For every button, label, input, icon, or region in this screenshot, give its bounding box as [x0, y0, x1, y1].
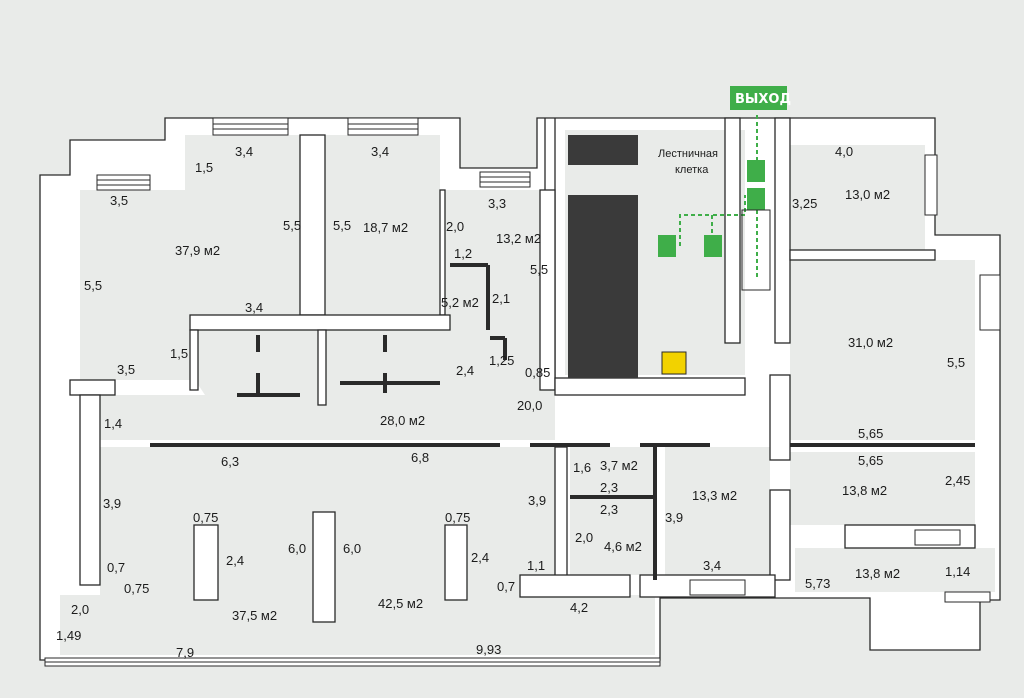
dimension-label: 3,9: [665, 510, 683, 525]
dimension-label: 2,0: [575, 530, 593, 545]
dimension-label: 5,5: [947, 355, 965, 370]
dimension-label: 0,75: [124, 581, 149, 596]
dimension-label: 2,4: [471, 550, 489, 565]
dimension-label: 1,14: [945, 564, 970, 579]
room-area-label: 37,9 м2: [175, 243, 220, 258]
dimension-label: 1,1: [527, 558, 545, 573]
dimension-label: 2,3: [600, 502, 618, 517]
dimension-label: 6,0: [288, 541, 306, 556]
dimension-label: 2,45: [945, 473, 970, 488]
dimension-labels: 3,4 3,4 1,5 3,5 37,9 м2 5,5 5,5 18,7 м2 2,0 3,3 13…: [56, 144, 970, 660]
dimension-label: 2,3: [600, 480, 618, 495]
dimension-label: 3,4: [245, 300, 263, 315]
dimension-label: 1,6: [573, 460, 591, 475]
dimension-label: 2,1: [492, 291, 510, 306]
stairwell-label-line1: Лестничная: [658, 148, 718, 160]
dimension-label: 5,5: [333, 218, 351, 233]
stairwell: Лестничная клетка: [568, 115, 771, 378]
dimension-label: 0,7: [107, 560, 125, 575]
dimension-label: 0,85: [525, 365, 550, 380]
dimension-label: 3,9: [103, 496, 121, 511]
dimension-label: 3,25: [792, 196, 817, 211]
room-area-label: 18,7 м2: [363, 220, 408, 235]
dimension-label: 2,0: [446, 219, 464, 234]
room-area-label: 28,0 м2: [380, 413, 425, 428]
room-area-label: 13,3 м2: [692, 488, 737, 503]
dimension-label: 2,0: [71, 602, 89, 617]
dimension-label: 7,9: [176, 645, 194, 660]
room-area-label: 42,5 м2: [378, 596, 423, 611]
dimension-label: 5,5: [84, 278, 102, 293]
dimension-label: 1,4: [104, 416, 122, 431]
partitions: [69, 117, 976, 623]
dimension-label: 3,4: [703, 558, 721, 573]
dimension-label: 1,25: [489, 353, 514, 368]
room-area-label: 37,5 м2: [232, 608, 277, 623]
svg-text:ВЫХОД: ВЫХОД: [735, 92, 791, 107]
dimension-label: 6,0: [343, 541, 361, 556]
dimension-label: 5,65: [858, 426, 883, 441]
room-area-label: 5,2 м2: [441, 295, 479, 310]
room-area-label: 3,7 м2: [600, 458, 638, 473]
room-area-label: 13,8 м2: [842, 483, 887, 498]
room-area-label: 31,0 м2: [848, 335, 893, 350]
dimension-label: 3,4: [371, 144, 389, 159]
dimension-label: 5,5: [283, 218, 301, 233]
dimension-label: 5,65: [858, 453, 883, 468]
dimension-label: 6,3: [221, 454, 239, 469]
dimension-label: 3,5: [117, 362, 135, 377]
room-area-label: 13,2 м2: [496, 231, 541, 246]
dimension-label: 1,49: [56, 628, 81, 643]
dimension-label: 3,4: [235, 144, 253, 159]
dimension-label: 6,8: [411, 450, 429, 465]
dimension-label: 4,0: [835, 144, 853, 159]
dimension-label: 0,75: [445, 510, 470, 525]
dimension-label: 4,2: [570, 600, 588, 615]
electrical-hazard-sign: [661, 351, 687, 375]
room-area-label: 4,6 м2: [604, 539, 642, 554]
dimension-label: 1,5: [195, 160, 213, 175]
room-area-label: 13,0 м2: [845, 187, 890, 202]
dimension-label: 1,5: [170, 346, 188, 361]
dimension-label: 2,4: [456, 363, 474, 378]
exit-sign: ВЫХОД: [730, 86, 791, 110]
dimension-label: 5,5: [530, 262, 548, 277]
dimension-label: 9,93: [476, 642, 501, 657]
dimension-label: 3,5: [110, 193, 128, 208]
dimension-label: 0,75: [193, 510, 218, 525]
dimension-label: 20,0: [517, 398, 542, 413]
stairwell-label-line2: клетка: [675, 164, 709, 176]
dimension-label: 2,4: [226, 553, 244, 568]
dimension-label: 3,3: [488, 196, 506, 211]
dimension-label: 1,2: [454, 246, 472, 261]
dimension-label: 5,73: [805, 576, 830, 591]
dimension-label: 3,9: [528, 493, 546, 508]
windows: [44, 117, 1001, 667]
room-area-label: 13,8 м2: [855, 566, 900, 581]
dimension-label: 0,7: [497, 579, 515, 594]
